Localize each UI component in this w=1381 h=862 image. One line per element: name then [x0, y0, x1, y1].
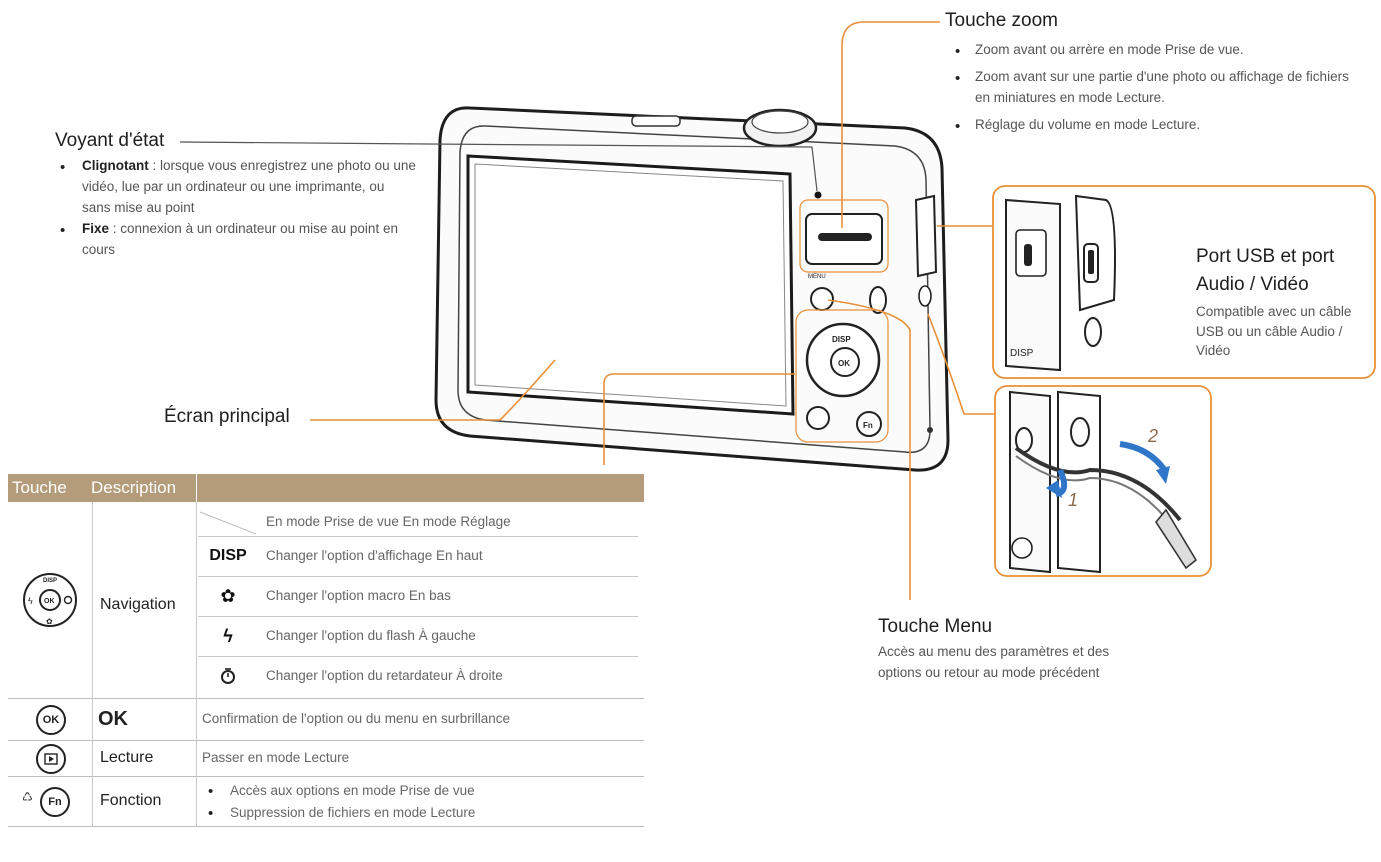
- svg-text:✿: ✿: [46, 617, 53, 626]
- nav-row-disp: DISP Changer l'option d'affichage En hau…: [198, 536, 638, 577]
- zoom-item: Zoom avant ou arrère en mode Prise de vu…: [945, 40, 1365, 63]
- table-row-ok: OK OK Confirmation de l'option ou du men…: [8, 698, 644, 741]
- nav-row-macro: ✿ Changer l'option macro En bas: [198, 576, 638, 617]
- table-row-playback: Lecture Passer en mode Lecture: [8, 740, 644, 777]
- strap-step-2: 2: [1147, 426, 1158, 446]
- table-row-function: ♺ Fn Fonction Accès aux options en mode …: [8, 776, 644, 827]
- usb-title-line1: Port USB et port: [1196, 246, 1335, 267]
- header-key: Touche: [12, 478, 67, 497]
- nav-row-flash: ϟ Changer l'option du flash À gauche: [198, 616, 638, 657]
- header-description: Description: [91, 478, 177, 497]
- svg-text:DISP: DISP: [1010, 348, 1034, 359]
- table-header: Touche Description: [8, 474, 644, 502]
- key-table: Touche Description OK DISP ϟ ✿ Navigatio…: [8, 474, 644, 856]
- usb-title-line2: Audio / Vidéo: [1196, 274, 1309, 295]
- svg-text:ϟ: ϟ: [28, 596, 33, 606]
- subheader-text: En mode Prise de vue En mode Réglage: [266, 514, 511, 529]
- strap-step-1: 1: [1068, 490, 1078, 510]
- navigation-pad-icon: OK DISP ϟ ✿: [16, 572, 84, 628]
- ok-description: Confirmation de l'option ou du menu en s…: [202, 711, 511, 726]
- zoom-item: Zoom avant sur une partie d'une photo ou…: [945, 67, 1365, 109]
- playback-label: Lecture: [100, 749, 154, 766]
- ok-button-icon: OK: [36, 705, 66, 735]
- flash-icon: ϟ: [223, 625, 233, 646]
- zoom-item: Réglage du volume en mode Lecture.: [945, 115, 1365, 138]
- camera-menu-label: MENU: [808, 274, 826, 280]
- usb-port-inset: DISP: [1005, 194, 1116, 372]
- playback-icon: [36, 744, 66, 774]
- status-item-blinking: Clignotant : lorsque vous enregistrez un…: [56, 156, 416, 219]
- ok-label: OK: [98, 708, 128, 730]
- svg-text:OK: OK: [44, 598, 55, 605]
- camera-body: [434, 106, 950, 472]
- zoom-list: Zoom avant ou arrère en mode Prise de vu…: [945, 40, 1365, 142]
- menu-title: Touche Menu: [878, 616, 993, 637]
- strap-inset: 1 2: [1009, 390, 1198, 574]
- zoom-title: Touche zoom: [945, 10, 1059, 31]
- screen-title: Écran principal: [164, 406, 290, 427]
- function-item: Accès aux options en mode Prise de vue: [204, 780, 475, 804]
- navigation-subheader: En mode Prise de vue En mode Réglage: [198, 508, 638, 537]
- timer-icon: [198, 656, 258, 696]
- function-label: Fonction: [100, 792, 162, 809]
- navigation-label: Navigation: [100, 596, 176, 613]
- playback-description: Passer en mode Lecture: [202, 750, 350, 765]
- camera-ok-label: OK: [838, 359, 850, 368]
- macro-icon: ✿: [220, 585, 236, 606]
- status-list: Clignotant : lorsque vous enregistrez un…: [56, 156, 416, 261]
- svg-text:DISP: DISP: [43, 578, 57, 584]
- trash-icon: ♺: [22, 790, 33, 804]
- usb-desc: Compatible avec un câble USB ou un câble…: [1196, 304, 1352, 359]
- table-row-navigation: OK DISP ϟ ✿ Navigation En mode Prise de …: [8, 502, 644, 699]
- nav-row-timer: Changer l'option du retardateur À droite: [198, 656, 638, 696]
- function-list: Accès aux options en mode Prise de vue S…: [204, 780, 475, 826]
- status-item-steady: Fixe : connexion à un ordinateur ou mise…: [56, 219, 416, 261]
- status-title: Voyant d'état: [55, 130, 165, 151]
- fn-button-icon: Fn: [40, 787, 70, 817]
- function-item: Suppression de fichiers en mode Lecture: [204, 802, 475, 826]
- disp-icon: DISP: [209, 547, 247, 564]
- camera-disp-label: DISP: [832, 335, 851, 344]
- camera-fn-label: Fn: [863, 421, 873, 430]
- menu-desc: Accès au menu des paramètres et des opti…: [878, 644, 1110, 680]
